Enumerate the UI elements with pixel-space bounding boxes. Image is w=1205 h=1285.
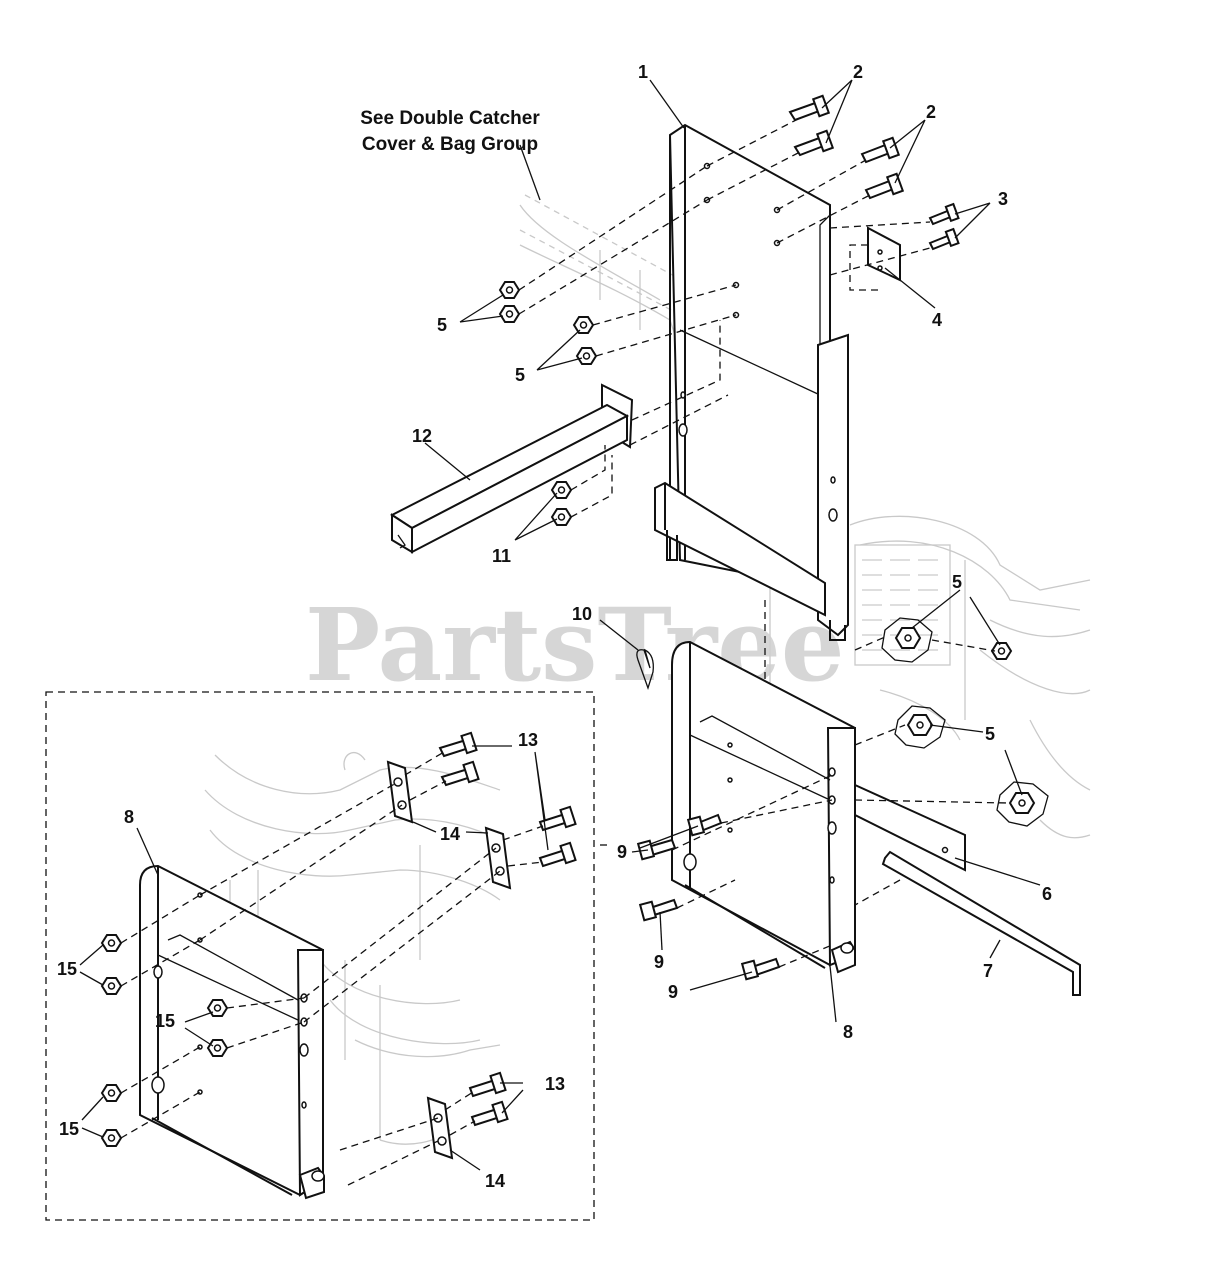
inset-plates-part-14 [386,760,512,1160]
part-4-small-bracket [849,226,901,291]
part-1-mount-plate [654,123,849,641]
callout-15: 15 [59,1119,79,1139]
part-8-u-bracket-main [671,640,856,974]
callout-2: 2 [926,102,936,122]
leader-lines [79,79,1041,1171]
bolts-part-3 [928,202,960,251]
callout-8: 8 [124,807,134,827]
inset-frame [45,691,595,1221]
callout-12: 12 [412,426,432,446]
callout-13: 13 [545,1074,565,1094]
callout-15: 15 [155,1011,175,1031]
ghost-mower-body [769,515,1091,839]
part-7-rod [881,850,1081,996]
callout-5: 5 [985,724,995,744]
inset-bolts-part-13 [438,731,577,1127]
note-line-1: See Double Catcher [360,108,540,129]
callout-13: 13 [518,730,538,750]
callout-5: 5 [437,315,447,335]
callout-6: 6 [1042,884,1052,904]
callout-8: 8 [843,1022,853,1042]
callout-labels: 1 2 2 3 4 5 5 5 5 5 6 7 8 8 9 9 9 10 11 … [57,62,1052,1191]
nuts-part-5-11 [498,281,1049,827]
callout-3: 3 [998,189,1008,209]
bolts-part-2 [788,94,905,200]
inset-nuts-part-15 [100,934,229,1147]
callout-1: 1 [638,62,648,82]
part-10-hairpin-clip [636,648,654,691]
assembly-lines-inset [120,751,610,1186]
callout-9: 9 [617,842,627,862]
callout-2: 2 [853,62,863,82]
ghost-grille [854,544,951,666]
callout-4: 4 [932,310,942,330]
assembly-lines-top [518,117,1009,968]
bolts-part-9 [636,813,781,981]
part-6-flat-bar [854,783,966,872]
callout-11: 11 [492,546,511,566]
part-12-square-tube [390,383,634,554]
callout-5: 5 [952,572,962,592]
callout-9: 9 [668,982,678,1002]
callout-7: 7 [983,961,993,981]
callout-15: 15 [57,959,77,979]
callout-14: 14 [440,824,460,844]
callout-14: 14 [485,1171,505,1191]
callout-9: 9 [654,952,664,972]
inset-part-8-bracket [139,864,325,1200]
callout-10: 10 [572,604,592,624]
note-line-2: Cover & Bag Group [362,134,538,155]
callout-5: 5 [515,365,525,385]
